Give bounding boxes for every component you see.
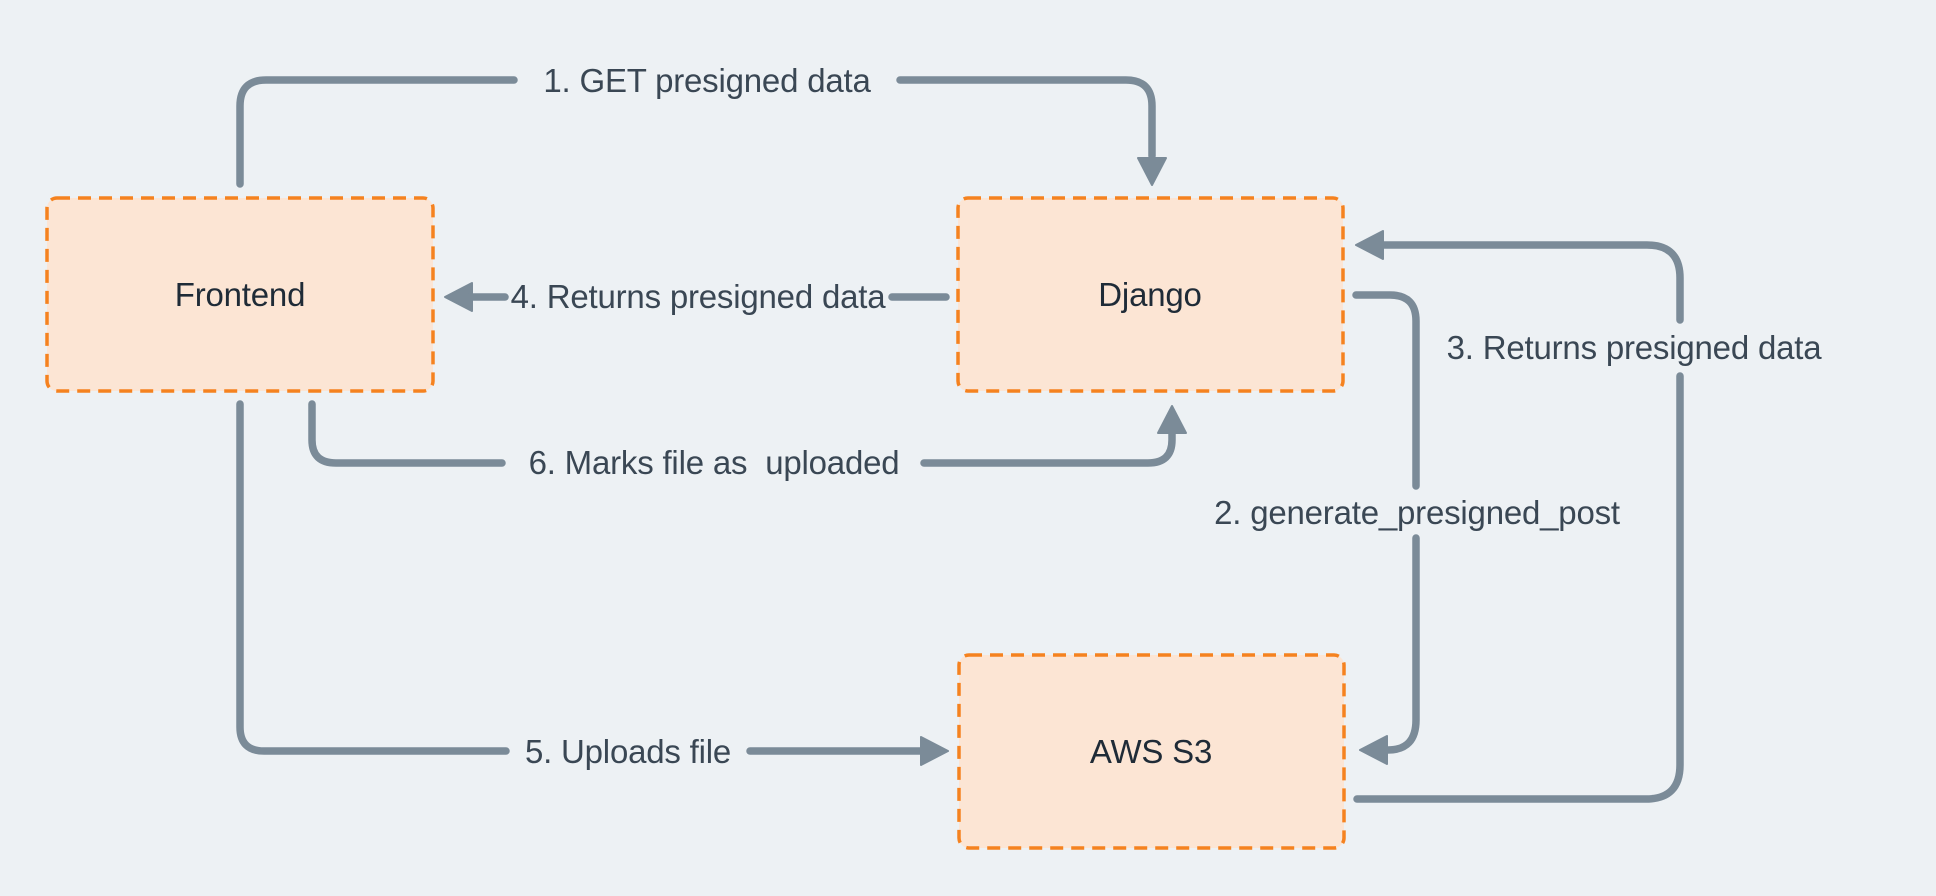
edge-2-label: 2. generate_presigned_post xyxy=(1214,494,1620,531)
edge-1-line-start xyxy=(236,76,518,188)
edge-3-line-end xyxy=(1379,241,1684,324)
edge-3-line-start xyxy=(1353,372,1684,803)
edge-5-arrowhead-right-icon xyxy=(920,736,949,766)
edge-3-label: 3. Returns presigned data xyxy=(1446,329,1822,366)
edge-5-label: 5. Uploads file xyxy=(524,733,732,770)
aws-s3-node-box xyxy=(957,653,1346,850)
edge-6-line-end xyxy=(920,429,1176,467)
edge-1-label: 1. GET presigned data xyxy=(543,62,871,99)
edge-3-arrowhead-left-icon xyxy=(1355,230,1384,260)
edge-6-arrowhead-up-icon xyxy=(1157,405,1187,434)
edge-2-arrowhead-left-icon xyxy=(1359,735,1388,765)
frontend-node-box xyxy=(45,196,435,393)
edge-6-label: 6. Marks file as uploaded xyxy=(528,444,900,481)
frontend-node-label: Frontend xyxy=(174,276,306,313)
edge-6-line-start xyxy=(308,400,506,467)
aws-s3-node-label: AWS S3 xyxy=(1089,733,1213,770)
edge-1-arrowhead-down-icon xyxy=(1137,157,1167,186)
django-node-label: Django xyxy=(1098,276,1202,313)
django-node-box xyxy=(956,196,1345,393)
edge-2-line-start xyxy=(1352,291,1420,490)
edge-1-line-end xyxy=(896,76,1156,160)
edge-2-line-end xyxy=(1384,534,1420,754)
edge-5-line-start xyxy=(236,400,510,755)
edge-4-label: 4. Returns presigned data xyxy=(510,278,886,315)
